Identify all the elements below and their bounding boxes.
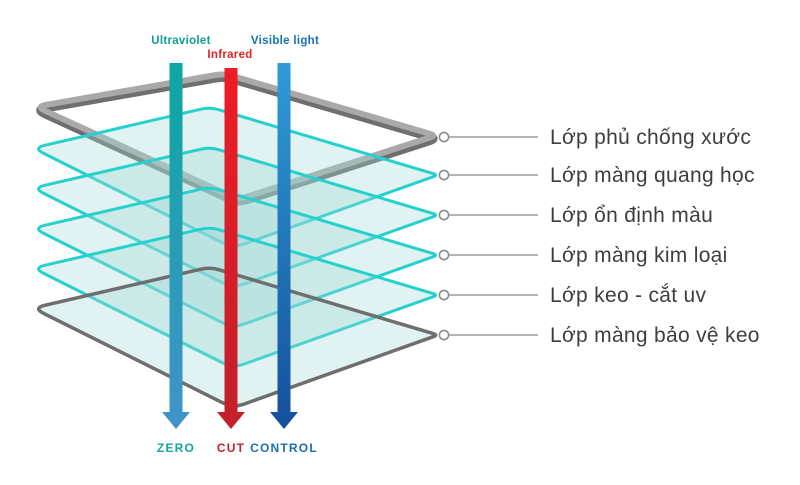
leader-dot-icon	[438, 289, 450, 301]
infrared-beam	[224, 68, 238, 413]
leader-optical-film: Lớp màng quang học	[438, 164, 755, 187]
layer-label-adhesive-protective-film: Lớp màng bảo vệ keo	[550, 324, 760, 347]
leader-dot-icon	[438, 329, 450, 341]
visible-light-top-label: Visible light	[251, 35, 319, 47]
layer-label-color-stabilizer: Lớp ổn định màu	[550, 204, 713, 227]
ultraviolet-arrowhead-icon	[162, 412, 190, 429]
visible-light-beam	[277, 63, 291, 413]
layer-label-uv-cut-adhesive: Lớp keo - cắt uv	[550, 284, 707, 307]
leader-color-stabilizer: Lớp ổn định màu	[438, 204, 713, 227]
leader-scratch-resistant-coating: Lớp phủ chống xước	[438, 126, 751, 149]
leader-dot-icon	[438, 169, 450, 181]
ultraviolet-beam	[169, 63, 183, 413]
visible-light-bottom-label: CONTROL	[250, 441, 318, 455]
leader-dot-icon	[438, 249, 450, 261]
leader-adhesive-protective-film: Lớp màng bảo vệ keo	[438, 324, 760, 347]
infrared-bottom-label: CUT	[217, 441, 245, 455]
ultraviolet-bottom-label: ZERO	[157, 441, 195, 455]
layer-label-scratch-resistant-coating: Lớp phủ chống xước	[550, 126, 751, 149]
leader-dot-icon	[438, 209, 450, 221]
infrared-arrowhead-icon	[217, 412, 245, 429]
visible-light-arrowhead-icon	[270, 412, 298, 429]
leader-dot-icon	[438, 131, 450, 143]
ultraviolet-top-label: Ultraviolet	[151, 35, 211, 47]
layer-label-metal-film: Lớp màng kim loại	[550, 244, 728, 267]
leader-metal-film: Lớp màng kim loại	[438, 244, 728, 267]
leader-uv-cut-adhesive: Lớp keo - cắt uv	[438, 284, 707, 307]
infrared-top-label: Infrared	[207, 49, 252, 61]
layer-label-optical-film: Lớp màng quang học	[550, 164, 755, 187]
